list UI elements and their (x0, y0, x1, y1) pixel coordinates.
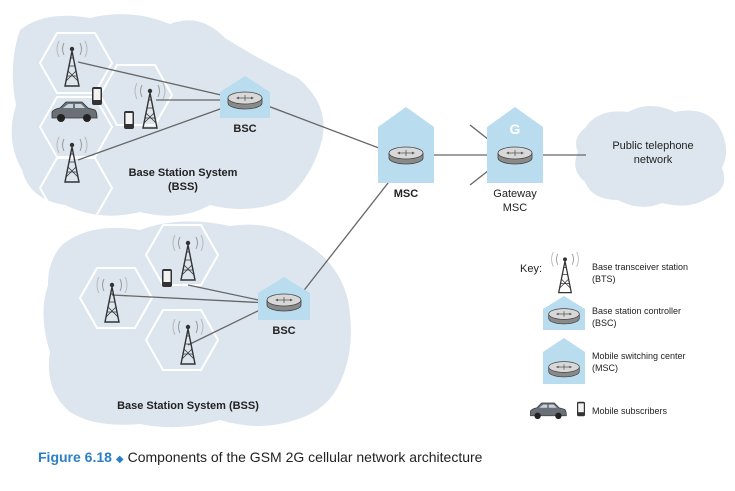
phone-icon (92, 87, 102, 105)
bss-top-label: Base Station System (129, 167, 238, 179)
legend-title: Key: (520, 263, 542, 275)
bss-top-label-sub: (BSS) (168, 181, 198, 193)
msc-node (378, 107, 434, 183)
figure-caption-text: Components of the GSM 2G cellular networ… (127, 449, 483, 465)
pstn-label-sub: network (634, 154, 673, 166)
bsc-top-label: BSC (233, 123, 256, 135)
msc-label: MSC (394, 188, 419, 200)
car-phone-icon (530, 401, 585, 420)
msc-switch-icon (543, 338, 585, 384)
legend-bts-label: Base transceiver station (592, 262, 688, 272)
diamond-icon: ◆ (115, 454, 124, 465)
figure-number: Figure 6.18 (38, 449, 112, 465)
gateway-label: Gateway (493, 188, 537, 200)
legend-bts-sub: (BTS) (592, 274, 616, 284)
bss-top-cells (38, 32, 174, 219)
gateway-msc-node (487, 107, 543, 183)
figure-caption: Figure 6.18◆Components of the GSM 2G cel… (38, 449, 482, 465)
pstn-label: Public telephone (612, 140, 693, 152)
bsc-top-node (220, 76, 270, 118)
bts-tower-icon (550, 251, 580, 294)
legend-bsc-sub: (BSC) (592, 318, 617, 328)
legend: Key: Base transceiver station (BTS) Base… (520, 251, 688, 420)
phone-icon (124, 111, 134, 129)
gateway-badge: G (510, 121, 521, 137)
legend-msc-label: Mobile switching center (592, 351, 686, 361)
legend-bsc-label: Base station controller (592, 306, 681, 316)
bss-bottom-label: Base Station System (BSS) (117, 400, 259, 412)
legend-mobile-label: Mobile subscribers (592, 406, 668, 416)
legend-msc-sub: (MSC) (592, 363, 618, 373)
gateway-label-sub: MSC (503, 202, 528, 214)
bsc-bottom-label: BSC (272, 325, 295, 337)
bsc-router-icon (543, 296, 585, 330)
phone-icon (162, 269, 172, 287)
pstn-cloud (575, 106, 727, 207)
bsc-bottom-node (258, 277, 310, 320)
